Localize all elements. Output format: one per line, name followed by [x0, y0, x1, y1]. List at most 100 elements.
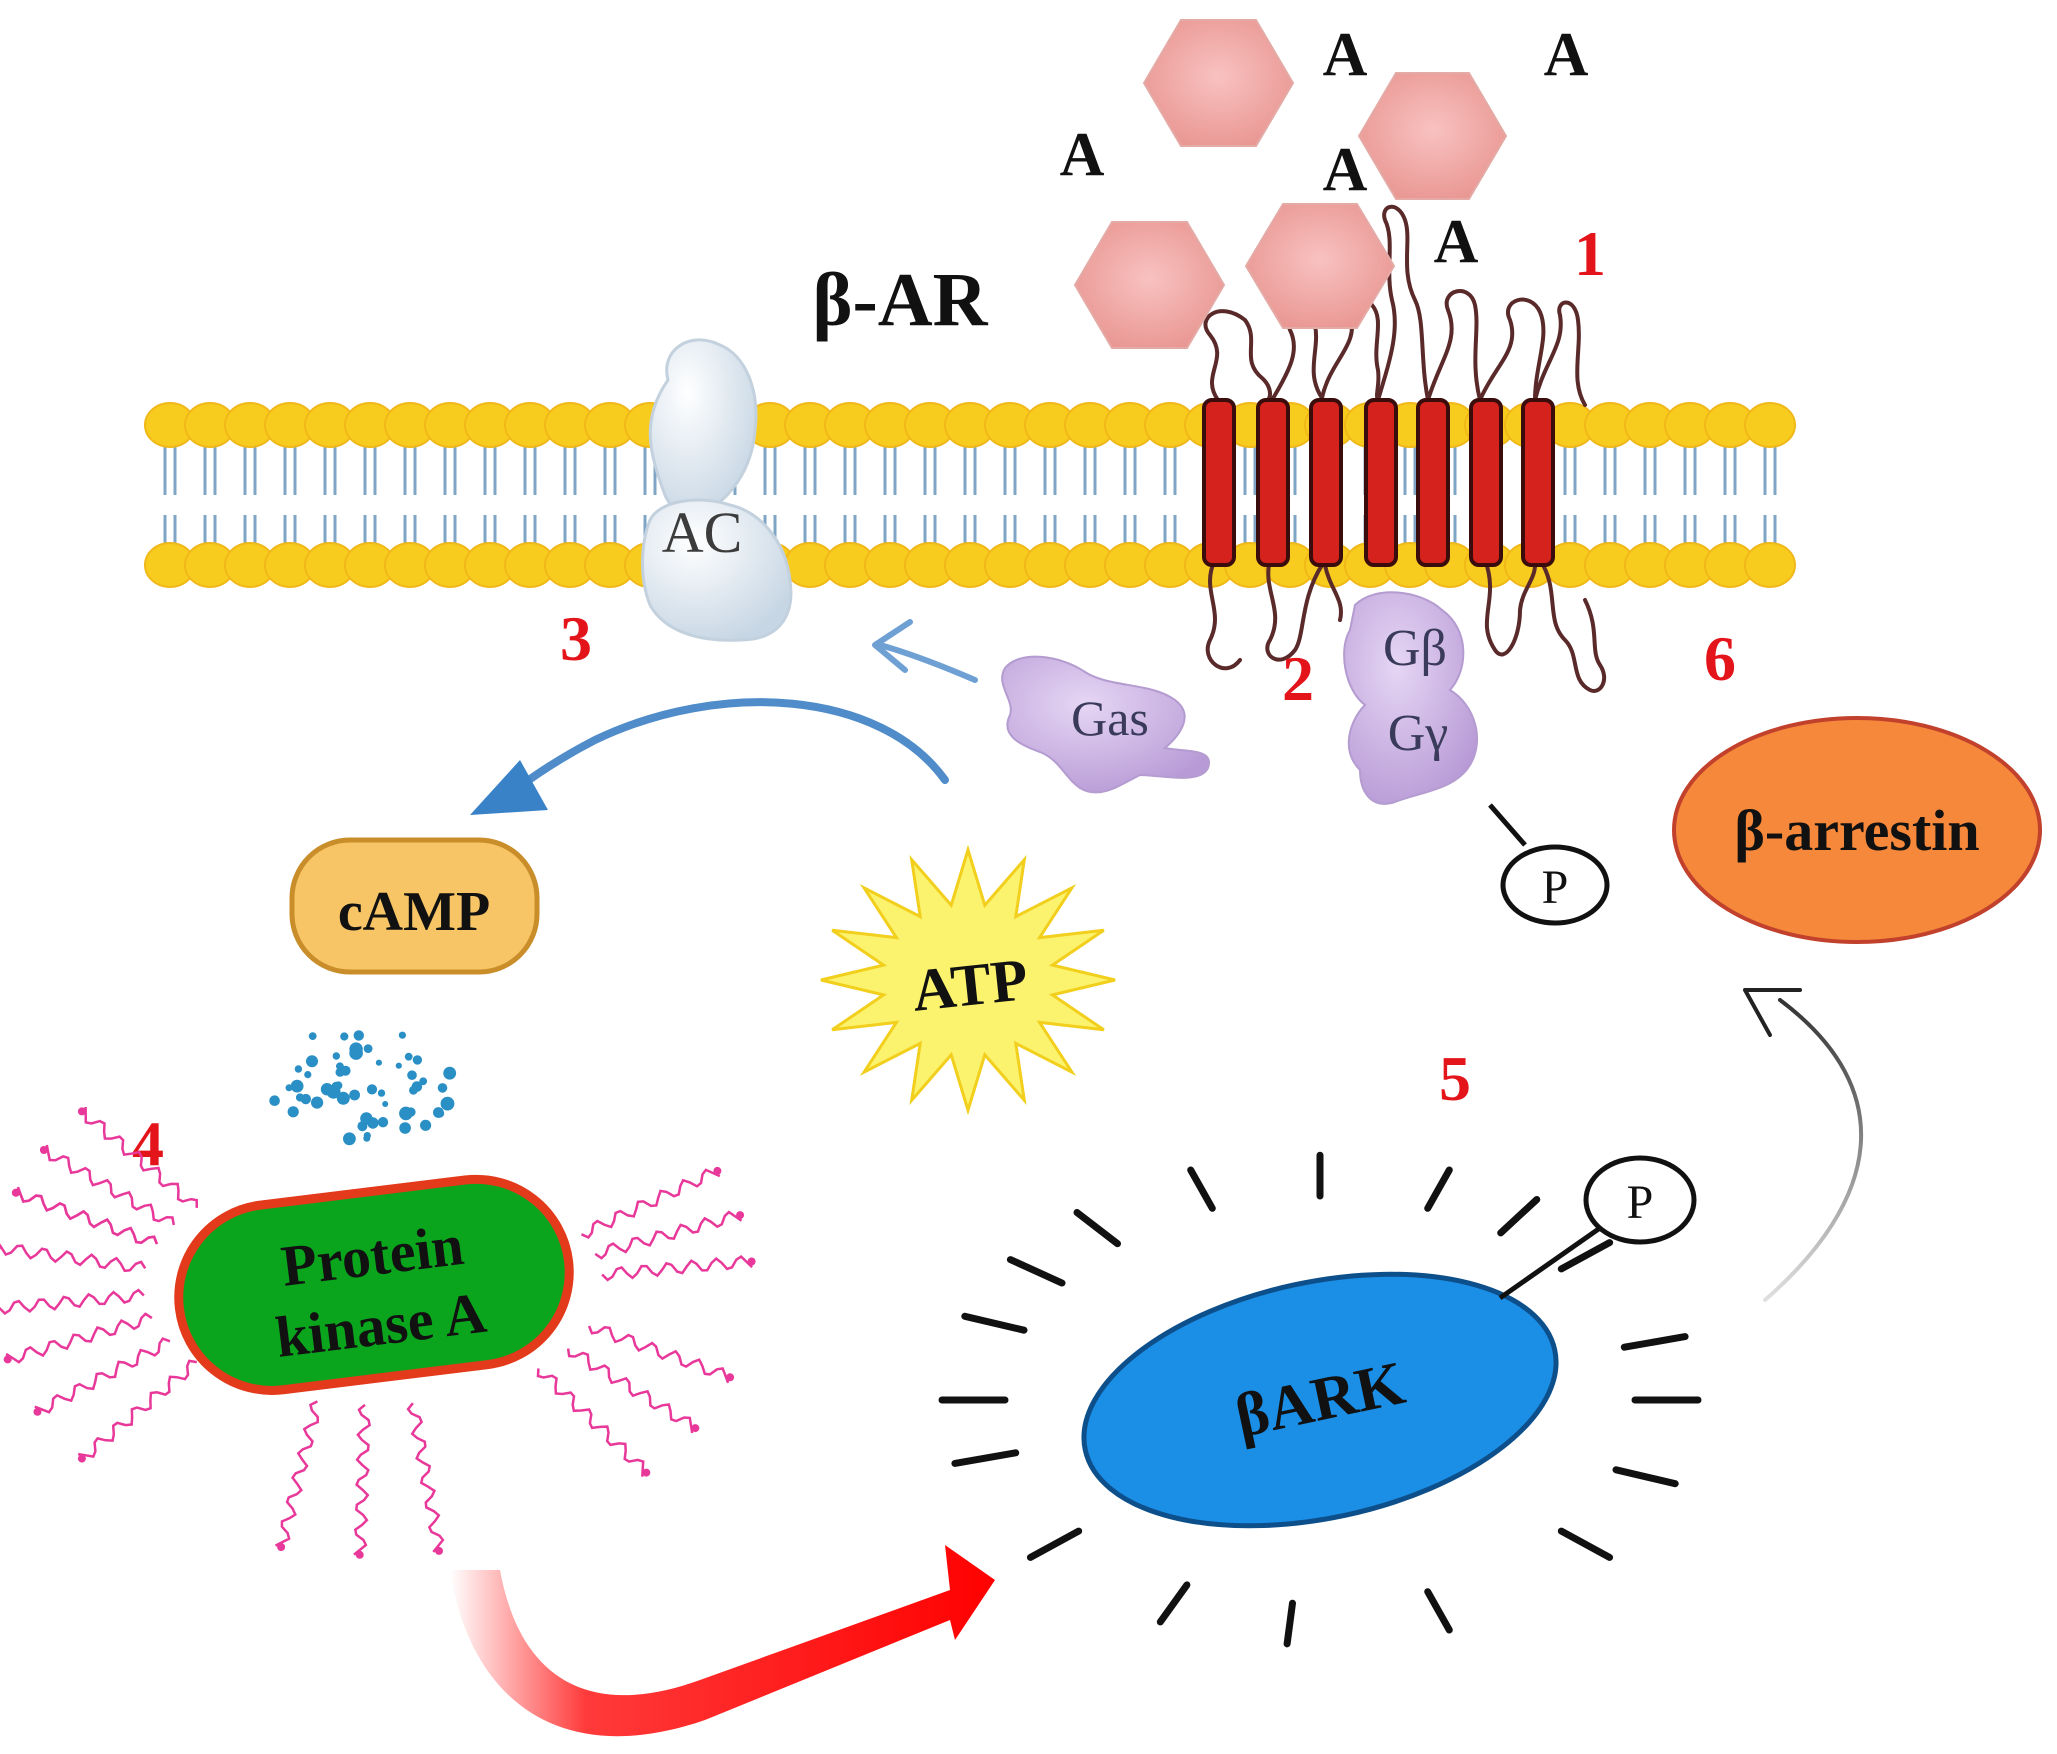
step-number-5: 5: [1439, 1043, 1471, 1114]
gas-label: Gas: [1071, 690, 1149, 746]
ggamma-label: Gγ: [1388, 705, 1449, 762]
wave-line: [594, 1210, 743, 1260]
camp-dot: [411, 1081, 423, 1092]
step-number-2: 2: [1282, 643, 1314, 714]
camp-dot: [320, 1083, 334, 1096]
wave-line: [45, 1144, 176, 1226]
wave-line: [580, 1168, 721, 1239]
wave-tip: [713, 1166, 722, 1175]
camp-dot: [300, 1093, 311, 1105]
wave-line: [566, 1348, 694, 1434]
camp-dot: [398, 1031, 406, 1039]
spike-line: [951, 1449, 1020, 1467]
protein-kinase-a: Protein kinase A: [174, 1174, 574, 1395]
camp-dot: [437, 1083, 448, 1093]
camp-dot: [287, 1106, 299, 1118]
camp-label: cAMP: [338, 881, 490, 943]
gas-to-ac-arrow: [872, 619, 978, 683]
camp-dot: [395, 1062, 402, 1069]
camp-dot: [308, 1032, 317, 1040]
wave-line: [601, 1255, 753, 1282]
agonist-label: A: [1544, 21, 1589, 89]
spike-line: [1612, 1466, 1679, 1488]
beta-ark: βARK: [1081, 1271, 1559, 1529]
wave-tip: [277, 1543, 286, 1551]
phosphate-label: P: [1627, 1176, 1654, 1229]
camp-dot: [290, 1079, 304, 1093]
wave-tip: [33, 1407, 42, 1416]
pka-to-bark-arrow: [450, 1545, 995, 1737]
transmembrane-helix: [1202, 398, 1236, 567]
transmembrane-helix: [1469, 398, 1503, 567]
camp-dot: [331, 1081, 341, 1091]
wave-tip: [736, 1211, 745, 1220]
camp-dot: [382, 1101, 389, 1107]
camp-dot: [399, 1122, 411, 1134]
transmembrane-helix: [1364, 398, 1398, 567]
camp-dot: [420, 1119, 432, 1131]
spike-line: [1283, 1599, 1296, 1648]
wave-tip: [726, 1373, 735, 1382]
camp-dot: [349, 1089, 360, 1101]
camp-dot: [377, 1117, 389, 1128]
camp-dot: [340, 1032, 349, 1041]
camp-dot: [269, 1095, 280, 1106]
lipid-head: [1744, 402, 1796, 448]
camp-dot: [335, 1067, 345, 1077]
camp-dot: [343, 1132, 356, 1146]
wave-tip: [435, 1546, 443, 1555]
camp-dot: [375, 1059, 382, 1066]
camp-dot: [436, 1109, 445, 1118]
wave-tip: [11, 1188, 20, 1197]
wave-line: [0, 1288, 145, 1315]
wave-line: [353, 1403, 371, 1556]
step-number-6: 6: [1704, 623, 1736, 694]
wave-line: [587, 1325, 730, 1384]
spike-line: [961, 1312, 1028, 1334]
agonist-label: A: [1060, 121, 1105, 189]
camp-molecule: cAMP: [289, 837, 540, 975]
transmembrane-helix: [1256, 398, 1290, 567]
bark-activity-spikes: [938, 1151, 1702, 1648]
camp-dot: [443, 1066, 457, 1080]
phosphate-group-bark: P: [1498, 1155, 1697, 1301]
camp-dots: [269, 1030, 457, 1146]
transmembrane-helix: [1521, 398, 1555, 567]
wave-tip: [747, 1257, 756, 1266]
wave-tip: [0, 1245, 1, 1250]
camp-dot: [311, 1096, 324, 1109]
wave-line: [406, 1402, 445, 1553]
wave-line: [16, 1186, 159, 1245]
camp-dot: [306, 1055, 318, 1068]
agonist-label: A: [1323, 21, 1368, 89]
agonist-hexagon: [1073, 221, 1226, 349]
spike-line: [1557, 1527, 1614, 1561]
camp-dot: [332, 1052, 340, 1060]
step-number-3: 3: [560, 603, 592, 674]
camp-dot: [349, 1042, 363, 1056]
camp-dot: [377, 1089, 386, 1097]
camp-dot: [419, 1077, 428, 1086]
wave-tip: [77, 1454, 86, 1463]
wave-line: [0, 1243, 147, 1273]
beta-arrestin: β-arrestin: [1672, 716, 2042, 944]
spike-line: [1187, 1166, 1216, 1212]
lipid-head: [1744, 542, 1796, 588]
beta-ar-receptor: [1202, 398, 1555, 567]
receptor-loops: [1203, 204, 1607, 693]
spike-line: [1026, 1527, 1083, 1561]
phosphate-group-receptor: P: [1488, 803, 1610, 926]
spike-line: [1073, 1209, 1121, 1248]
wave-tip: [77, 1107, 86, 1116]
wave-tip: [355, 1550, 364, 1559]
adenylyl-cyclase: AC: [641, 338, 793, 642]
camp-dot: [404, 1052, 413, 1061]
phosphate-label: P: [1542, 861, 1569, 914]
wave-line: [78, 1359, 197, 1459]
step-number-1: 1: [1574, 218, 1606, 289]
g-alpha-s: Gas: [1001, 655, 1211, 794]
wave-line: [274, 1400, 319, 1547]
camp-dot: [440, 1096, 455, 1111]
